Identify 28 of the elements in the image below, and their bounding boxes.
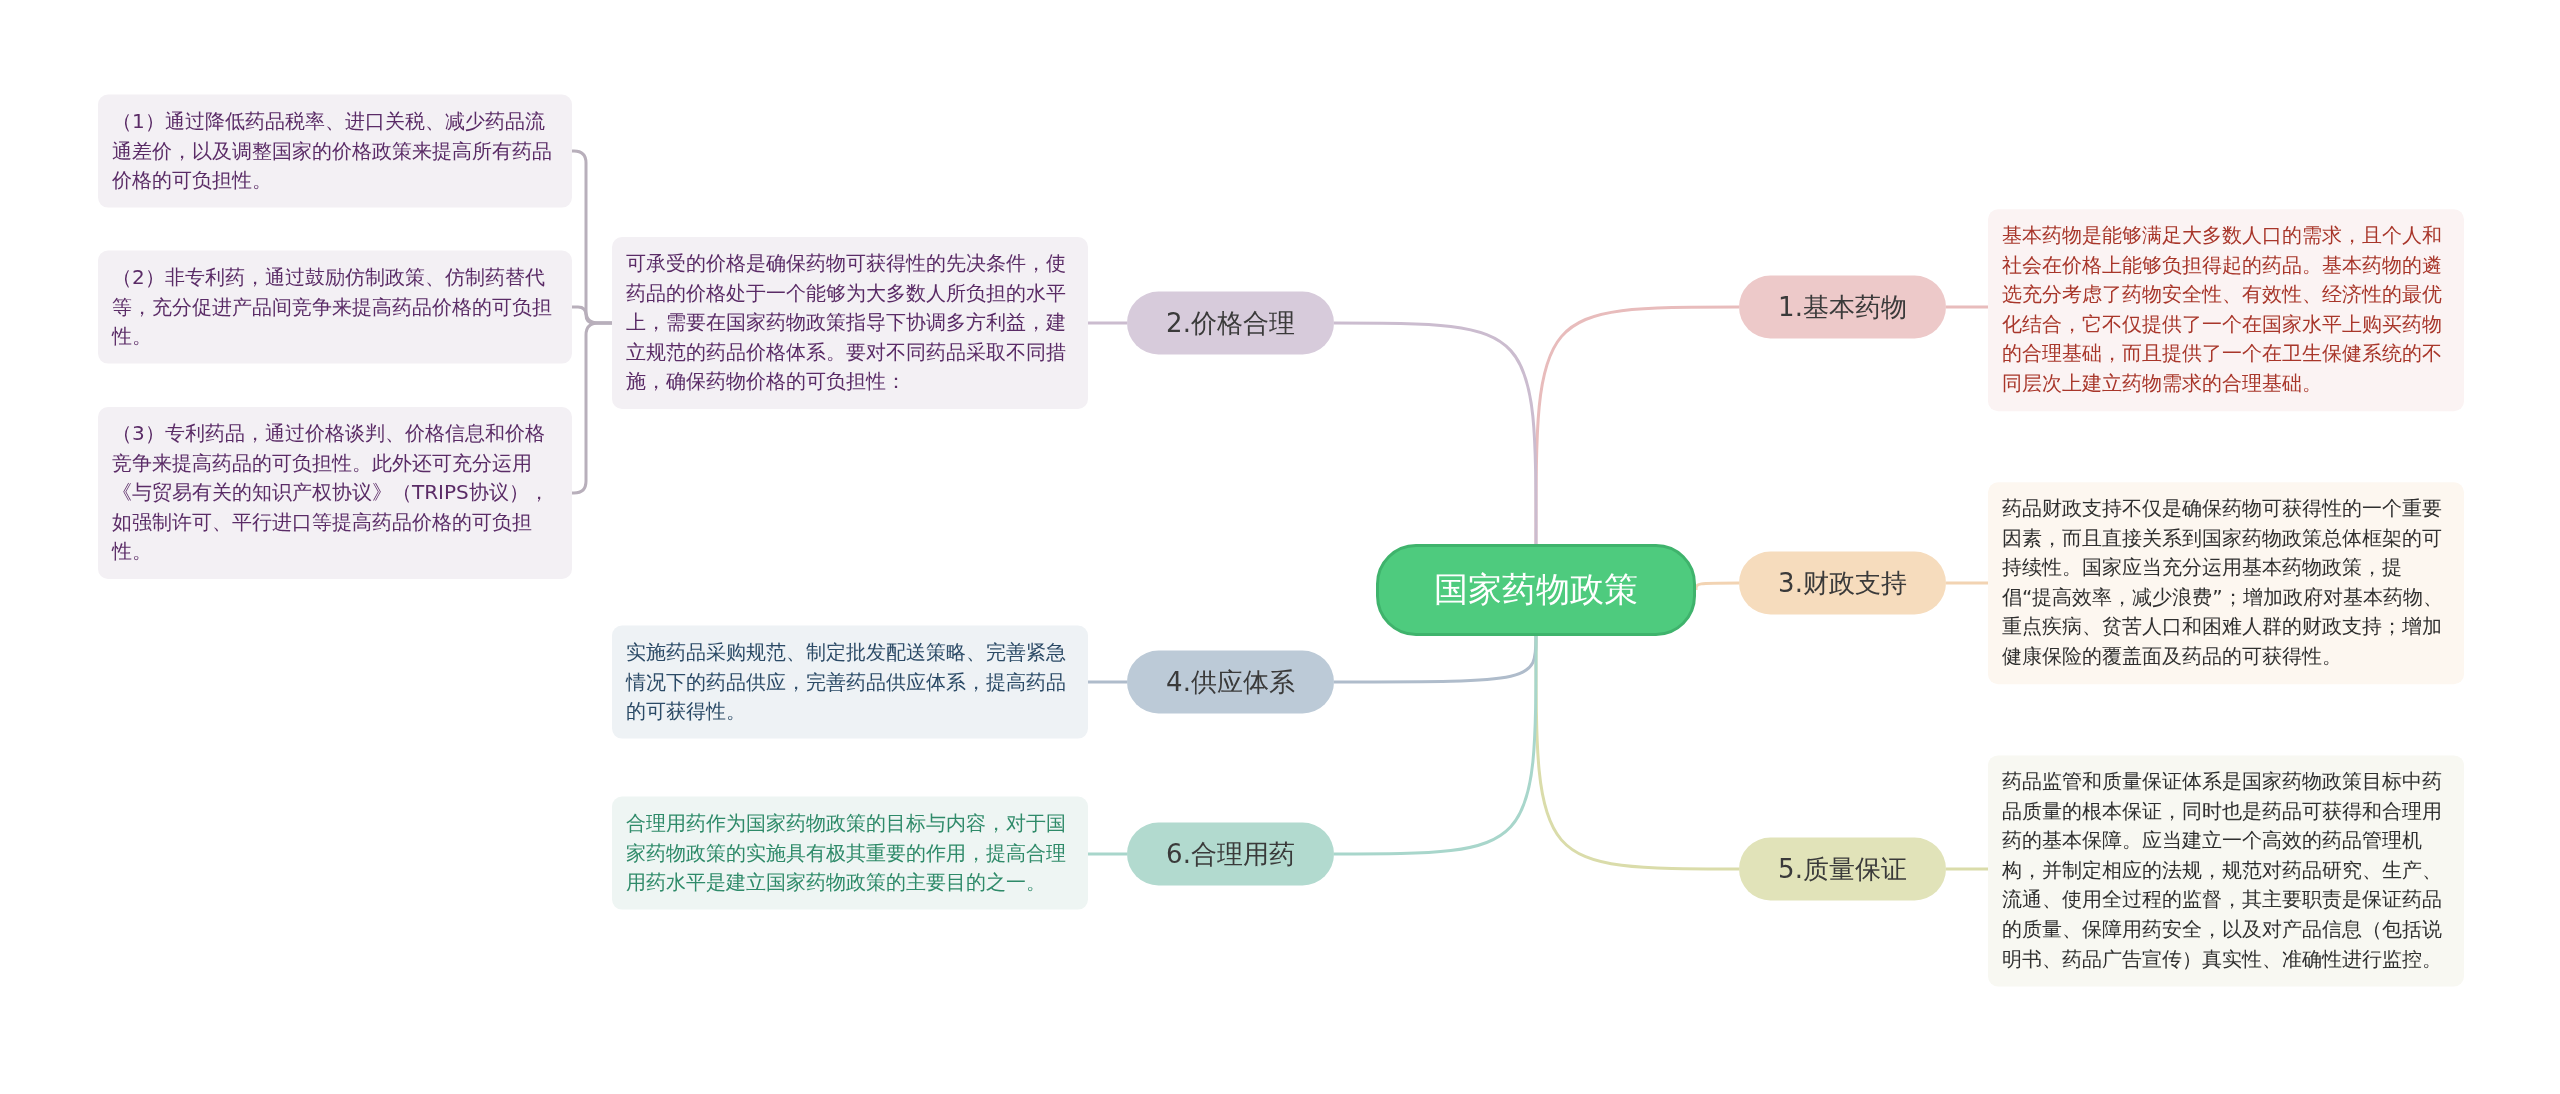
connector-line [572,321,612,495]
connector-line [1534,305,1739,544]
connector-line [1088,321,1127,325]
connector-line [1946,867,1988,871]
branch-topic: 3.财政支持 [1739,551,1946,615]
connector-line [1088,852,1127,856]
connector-line [1946,305,1988,309]
connector-line [1088,680,1127,684]
connector-line [1694,581,1739,591]
note-card: 实施药品采购规范、制定批发配送策略、完善紧急情况下的药品供应，完善药品供应体系，提高药品的可获得性。 [612,625,1088,739]
branch-topic: 1.基本药物 [1739,275,1946,339]
connector-line [1334,636,1538,856]
note-card: （2）非专利药，通过鼓励仿制政策、仿制药替代等，充分促进产品间竞争来提高药品价格的可负担性。 [98,250,572,364]
connector-line [1534,636,1739,871]
note-card: （1）通过降低药品税率、进口关税、减少药品流通差价，以及调整国家的价格政策来提高所有药品价格的可负担性。 [98,94,572,208]
branch-topic: 2.价格合理 [1127,291,1334,355]
note-card: 药品财政支持不仅是确保药物可获得性的一个重要因素，而且直接关系到国家药物政策总体框架的可持续性。国家应当充分运用基本药物政策，提倡“提高效率，减少浪费”；增加政府对基本药物、重点疾病、贫苦人口和困难人群的财政支持；增加健康保险的覆盖面及药品的可获得性。 [1988,482,2464,684]
branch-topic: 5.质量保证 [1739,837,1946,901]
note-card: 基本药物是能够满足大多数人口的需求，且个人和社会在价格上能够负担得起的药品。基本药物的遴选充分考虑了药物安全性、有效性、经济性的最优化结合，它不仅提供了一个在国家水平上购买药物的合理基础，而且提供了一个在卫生保健系统的不同层次上建立药物需求的合理基础。 [1988,209,2464,411]
branch-topic: 4.供应体系 [1127,650,1334,714]
note-card: 可承受的价格是确保药物可获得性的先决条件，使药品的价格处于一个能够为大多数人所负担的水平上，需要在国家药物政策指导下协调多方利益，建立规范的药品价格体系。要对不同药品采取不同措施，确保药物价格的可负担性： [612,237,1088,409]
connector-line [1334,321,1538,544]
note-card: （3）专利药品，通过价格谈判、价格信息和价格竞争来提高药品的可负担性。此外还可充分运用《与贸易有关的知识产权协议》（TRIPS协议），如强制许可、平行进口等提高药品价格的可负担性。 [98,407,572,579]
central-topic: 国家药物政策 [1376,544,1696,636]
branch-topic: 6.合理用药 [1127,822,1334,886]
note-card: 药品监管和质量保证体系是国家药物政策目标中药品质量的根本保证，同时也是药品可获得和合理用药的基本保障。应当建立一个高效的药品管理机构，并制定相应的法规，规范对药品研究、生产、流通、使用全过程的监督，其主要职责是保证药品的质量、保障用药安全，以及对产品信息（包括说明书、药品广告宣传）真实性、准确性进行监控。 [1988,755,2464,987]
note-card: 合理用药作为国家药物政策的目标与内容，对于国家药物政策的实施具有极其重要的作用，提高合理用药水平是建立国家药物政策的主要目的之一。 [612,796,1088,910]
connector-line [1946,581,1988,585]
